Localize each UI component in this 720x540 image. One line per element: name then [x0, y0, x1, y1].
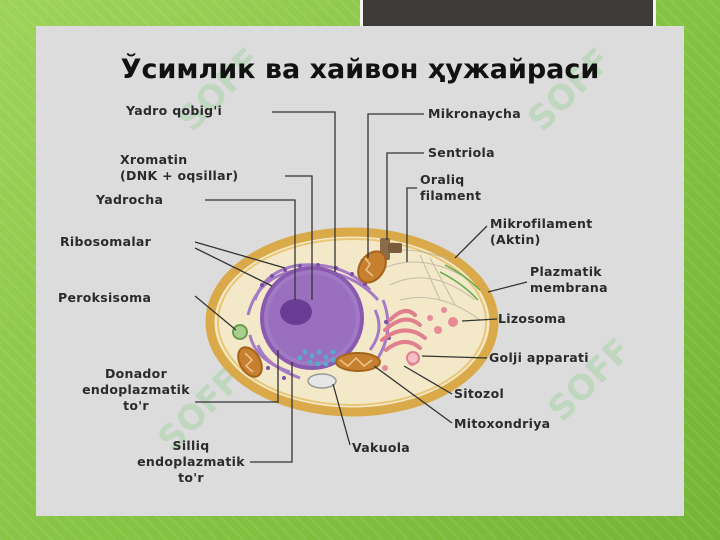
- label-sentriola: Sentriola: [428, 145, 495, 160]
- label-sitozol: Sitozol: [454, 386, 505, 401]
- label-golji-apparati: Golji apparati: [489, 350, 589, 365]
- label-yadro-qobigi: Yadro qobig'i: [126, 103, 223, 118]
- page-title: Ўсимлик ва хайвон ҳужайраси: [120, 54, 600, 85]
- label-mitoxondriya: Mitoxondriya: [454, 416, 551, 431]
- label-plazmatik-membrana: Plazmatik membrana: [530, 264, 608, 295]
- centriole: [388, 243, 402, 253]
- label-yadrocha: Yadrocha: [96, 192, 164, 207]
- actin-filaments: [439, 264, 481, 301]
- mitochondria: [237, 250, 387, 378]
- nucleus-inner: [268, 274, 356, 362]
- label-lizosoma: Lizosoma: [498, 311, 567, 326]
- label-vakuola: Vakuola: [352, 440, 411, 455]
- vacuole: [307, 373, 337, 389]
- peroxisome: [232, 324, 248, 340]
- lysosome: [434, 326, 442, 334]
- free-ribosomes: [297, 349, 336, 367]
- vesicle: [382, 365, 388, 371]
- label-xromatin: Xromatin (DNK + oqsillar): [120, 152, 239, 183]
- cell-membrane-inner: [217, 238, 487, 406]
- label-peroksisoma: Peroksisoma: [58, 290, 152, 305]
- leader-lines: [194, 111, 528, 463]
- label-mikrofilament: Mikrofilament (Aktin): [490, 216, 593, 247]
- label-oraliq-filament: Oraliq filament: [420, 172, 482, 203]
- vesicle: [427, 315, 433, 321]
- vesicle: [441, 307, 447, 313]
- label-silliq-er: Silliq endoplazmatik to'r: [137, 438, 245, 485]
- golgi-apparatus: [380, 309, 427, 352]
- label-donador-er: Donador endoplazmatik to'r: [82, 366, 190, 413]
- lysosome: [448, 317, 458, 327]
- label-ribosomalar: Ribosomalar: [60, 234, 152, 249]
- golgi-vesicle: [406, 351, 420, 365]
- label-mikronaycha: Mikronaycha: [428, 106, 521, 121]
- nucleolus: [280, 299, 312, 325]
